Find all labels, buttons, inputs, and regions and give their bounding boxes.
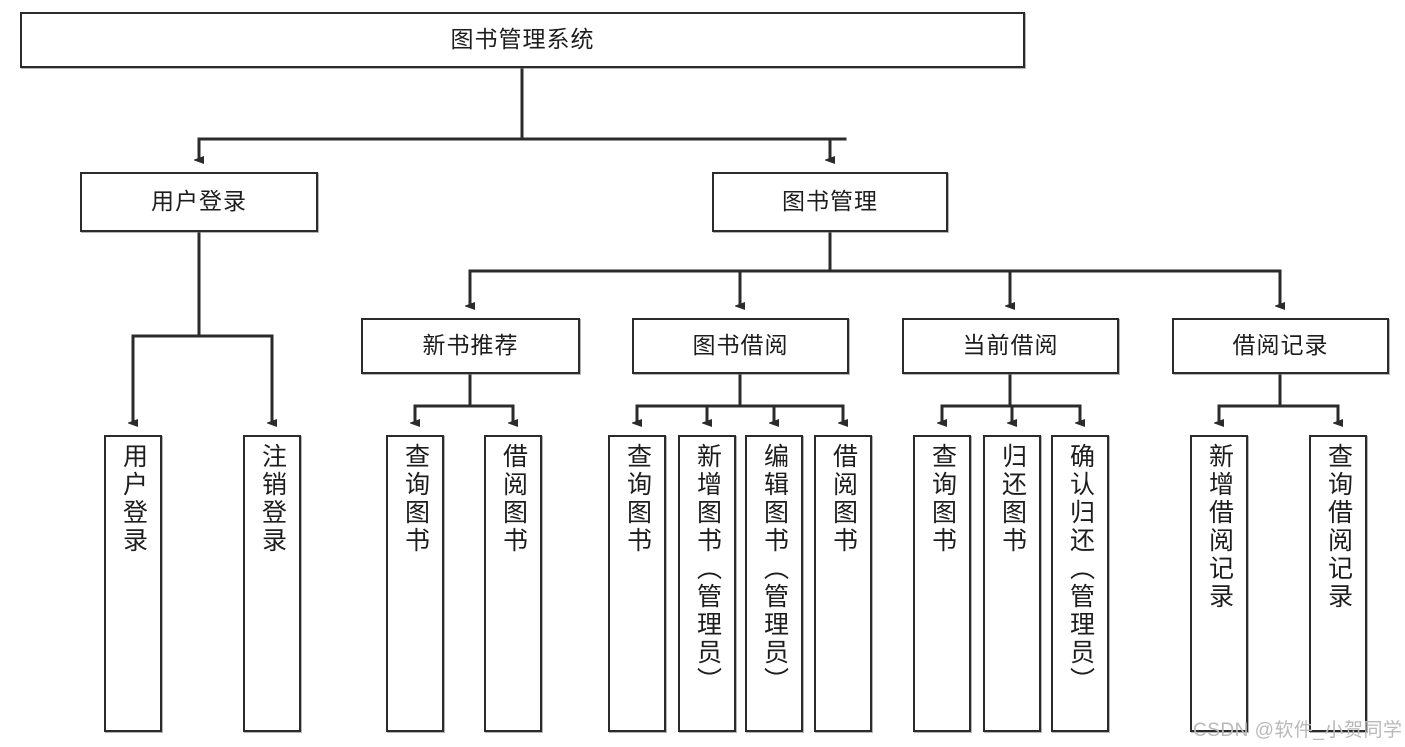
node-leaf-borrow-book-2[interactable]: 借阅图书: [814, 435, 872, 732]
node-leaf-return-book[interactable]: 归还图书: [983, 435, 1041, 732]
node-leaf-query-record[interactable]: 查询借阅记录: [1309, 435, 1367, 732]
node-leaf-borrow-book-2-label: 借阅图书: [829, 443, 858, 555]
node-leaf-borrow-book-1[interactable]: 借阅图书: [484, 435, 542, 732]
node-leaf-logout-label: 注销登录: [258, 443, 287, 555]
node-book-manage[interactable]: 图书管理: [712, 172, 948, 232]
node-user-login[interactable]: 用户登录: [80, 172, 318, 232]
node-current-borrow-label: 当前借阅: [962, 332, 1059, 359]
node-new-book-recommend-label: 新书推荐: [422, 332, 519, 359]
node-leaf-add-book[interactable]: 新增图书（管理员）: [678, 435, 736, 732]
node-leaf-confirm-return[interactable]: 确认归还（管理员）: [1051, 435, 1109, 732]
node-leaf-logout[interactable]: 注销登录: [243, 435, 301, 732]
node-leaf-query-book-2-label: 查询图书: [623, 443, 652, 555]
node-root[interactable]: 图书管理系统: [20, 12, 1025, 68]
node-book-manage-label: 图书管理: [782, 188, 878, 215]
node-leaf-add-record-label: 新增借阅记录: [1205, 443, 1234, 611]
node-leaf-query-book-3-label: 查询图书: [928, 443, 957, 555]
node-leaf-query-book-1[interactable]: 查询图书: [386, 435, 444, 732]
node-leaf-edit-book-label: 编辑图书（管理员）: [760, 443, 789, 695]
node-leaf-add-record[interactable]: 新增借阅记录: [1190, 435, 1248, 732]
node-leaf-query-record-label: 查询借阅记录: [1324, 443, 1353, 611]
node-leaf-confirm-return-label: 确认归还（管理员）: [1066, 443, 1095, 695]
node-leaf-add-book-label: 新增图书（管理员）: [693, 443, 722, 695]
node-leaf-user-login[interactable]: 用户登录: [104, 435, 162, 732]
node-leaf-return-book-label: 归还图书: [998, 443, 1027, 555]
node-borrow-record[interactable]: 借阅记录: [1172, 318, 1389, 374]
node-current-borrow[interactable]: 当前借阅: [902, 318, 1119, 374]
node-book-borrow-label: 图书借阅: [692, 332, 789, 359]
node-borrow-record-label: 借阅记录: [1232, 332, 1329, 359]
node-new-book-recommend[interactable]: 新书推荐: [361, 318, 580, 374]
node-leaf-query-book-2[interactable]: 查询图书: [608, 435, 666, 732]
node-leaf-query-book-3[interactable]: 查询图书: [913, 435, 971, 732]
node-user-login-label: 用户登录: [151, 188, 247, 215]
node-leaf-query-book-1-label: 查询图书: [401, 443, 430, 555]
node-book-borrow[interactable]: 图书借阅: [632, 318, 849, 374]
node-root-label: 图书管理系统: [450, 26, 595, 53]
node-leaf-user-login-label: 用户登录: [119, 443, 148, 555]
node-leaf-edit-book[interactable]: 编辑图书（管理员）: [745, 435, 803, 732]
node-leaf-borrow-book-1-label: 借阅图书: [499, 443, 528, 555]
